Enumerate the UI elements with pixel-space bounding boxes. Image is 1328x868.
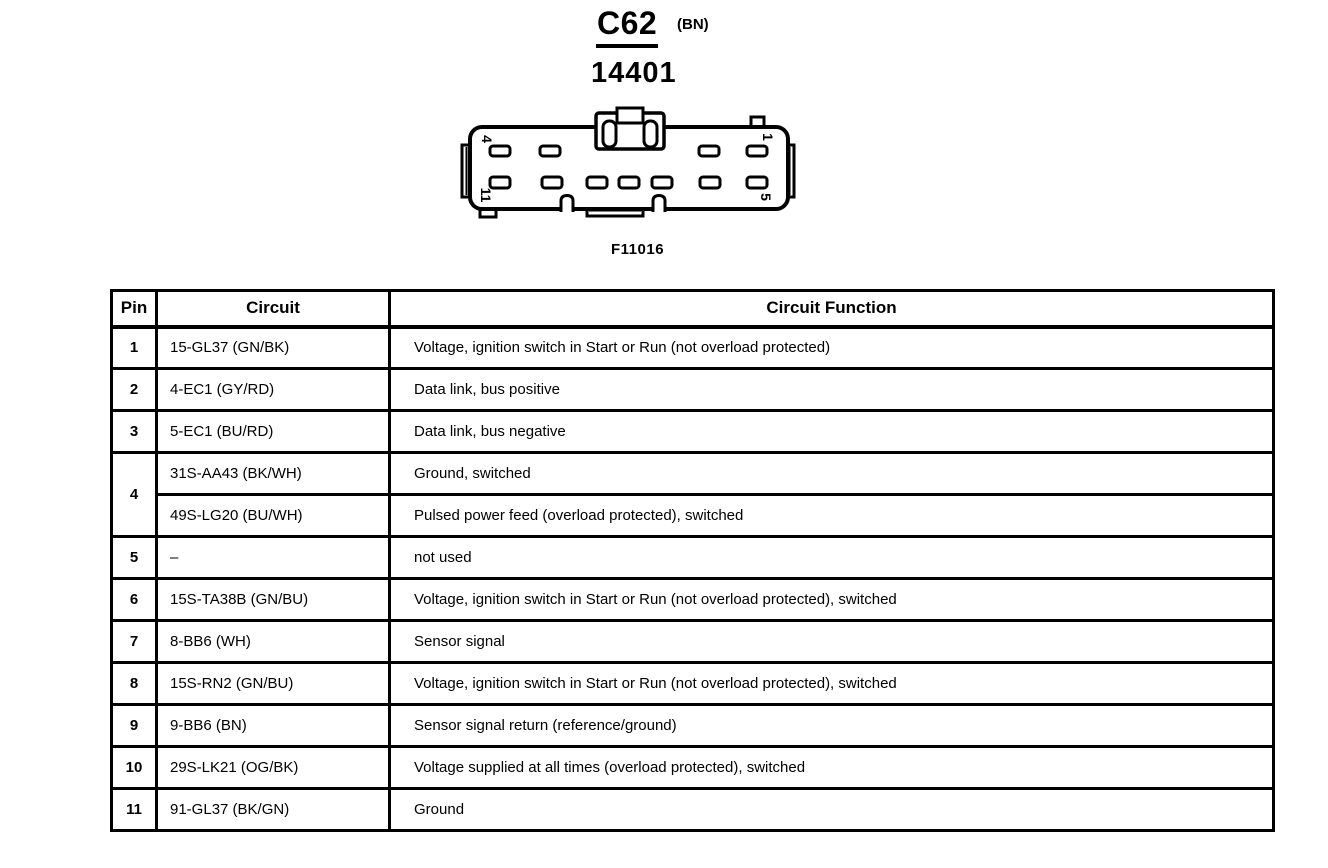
pin-cell: 5 [110, 535, 158, 580]
table-header-row: Pin Circuit Circuit Function [110, 289, 1275, 329]
pin-slots-top-row [488, 144, 769, 158]
table-row: 8 15S-RN2 (GN/BU) Voltage, ignition swit… [110, 661, 1275, 706]
circuit-cell: 31S-AA43 (BK/WH) [155, 451, 391, 496]
function-cell: Sensor signal return (reference/ground) [388, 703, 1275, 748]
pin-slot [488, 144, 512, 158]
table-row: 4 31S-AA43 (BK/WH) Ground, switched [110, 451, 1275, 538]
pin-slot [488, 175, 512, 190]
circuit-cell: – [155, 535, 391, 580]
circuit-cell: 15-GL37 (GN/BK) [155, 325, 391, 370]
corner-label-bottom-right: 5 [758, 193, 774, 201]
function-cell: Ground [388, 787, 1275, 832]
function-cell: Voltage, ignition switch in Start or Run… [388, 577, 1275, 622]
pin-cell: 1 [110, 325, 158, 370]
table-row: 9 9-BB6 (BN) Sensor signal return (refer… [110, 703, 1275, 748]
pin-slot [745, 144, 769, 158]
table-row: 2 4-EC1 (GY/RD) Data link, bus positive [110, 367, 1275, 412]
circuit-cell: 5-EC1 (BU/RD) [155, 409, 391, 454]
pin-cell: 6 [110, 577, 158, 622]
pin-slot [697, 144, 721, 158]
pin-cell: 11 [110, 787, 158, 832]
bottom-notch-right [651, 193, 667, 213]
circuit-cell: 9-BB6 (BN) [155, 703, 391, 748]
latch [594, 106, 666, 151]
pin-slot [585, 175, 609, 190]
corner-label-bottom-left: 11 [478, 188, 494, 203]
pin-cell: 10 [110, 745, 158, 790]
bottom-notch-left [559, 193, 575, 213]
pinout-table: Pin Circuit Circuit Function 1 15-GL37 (… [110, 289, 1275, 832]
table-row: 1 15-GL37 (GN/BK) Voltage, ignition swit… [110, 325, 1275, 370]
pin-slot [540, 175, 564, 190]
function-cell: not used [388, 535, 1275, 580]
table-row: 49S-LG20 (BU/WH) Pulsed power feed (over… [112, 493, 1275, 538]
part-number: 14401 [591, 57, 677, 89]
pin-cell: 9 [110, 703, 158, 748]
circuit-cell: 49S-LG20 (BU/WH) [155, 493, 391, 538]
pin-slot [538, 144, 562, 158]
pin-slot [650, 175, 674, 190]
table-row: 10 29S-LK21 (OG/BK) Voltage supplied at … [110, 745, 1275, 790]
circuit-cell: 15S-TA38B (GN/BU) [155, 577, 391, 622]
table-row: 7 8-BB6 (WH) Sensor signal [110, 619, 1275, 664]
figure-label: F11016 [611, 241, 665, 258]
pin-cell: 4 [110, 451, 158, 538]
circuit-cell: 8-BB6 (WH) [155, 619, 391, 664]
function-cell: Voltage supplied at all times (overload … [388, 745, 1275, 790]
pin-cell: 2 [110, 367, 158, 412]
corner-label-top-right: 1 [760, 133, 776, 141]
col-header-function: Circuit Function [388, 289, 1275, 329]
pin-slots-bottom-row [488, 175, 769, 190]
pin-cell: 7 [110, 619, 158, 664]
pin-cell: 3 [110, 409, 158, 454]
function-cell: Data link, bus positive [388, 367, 1275, 412]
table-row: 3 5-EC1 (BU/RD) Data link, bus negative [110, 409, 1275, 454]
corner-label-top-left: 4 [479, 135, 495, 143]
table-row: 5 – not used [110, 535, 1275, 580]
function-cell: Sensor signal [388, 619, 1275, 664]
function-cell: Data link, bus negative [388, 409, 1275, 454]
function-cell: Voltage, ignition switch in Start or Run… [388, 325, 1275, 370]
connector-id: C62 [596, 5, 659, 49]
circuit-cell: 29S-LK21 (OG/BK) [155, 745, 391, 790]
function-cell: Voltage, ignition switch in Start or Run… [388, 661, 1275, 706]
pin-slot [745, 175, 769, 190]
circuit-cell: 91-GL37 (BK/GN) [155, 787, 391, 832]
col-header-circuit: Circuit [155, 289, 391, 329]
col-header-pin: Pin [110, 289, 158, 329]
connector-diagram: 4 11 1 5 [460, 106, 796, 219]
pin-slot [698, 175, 722, 190]
table-row: 6 15S-TA38B (GN/BU) Voltage, ignition sw… [110, 577, 1275, 622]
circuit-cell: 4-EC1 (GY/RD) [155, 367, 391, 412]
pin-cell: 8 [110, 661, 158, 706]
table-row: 11 91-GL37 (BK/GN) Ground [110, 787, 1275, 832]
function-cell: Ground, switched [388, 451, 1275, 496]
function-cell: Pulsed power feed (overload protected), … [388, 493, 1275, 538]
connector-color-code: (BN) [677, 16, 709, 33]
circuit-cell: 15S-RN2 (GN/BU) [155, 661, 391, 706]
pin-slot [617, 175, 641, 190]
